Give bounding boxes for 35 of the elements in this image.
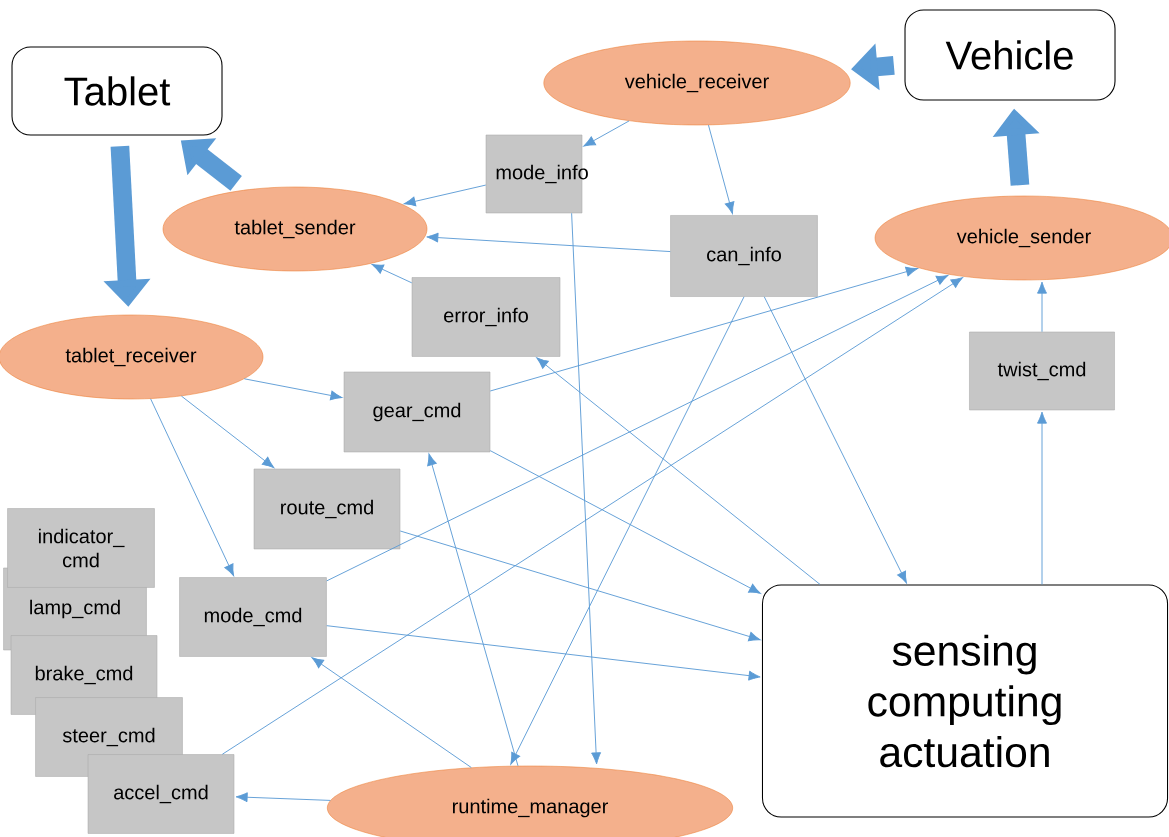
arrow <box>180 395 275 469</box>
system-box: Vehicle <box>904 9 1116 101</box>
arrow <box>311 657 472 768</box>
arrow <box>235 792 331 803</box>
arrow <box>1037 281 1047 333</box>
arrow <box>489 450 761 594</box>
topic-box: twist_cmd <box>969 331 1115 411</box>
topic-box: mode_cmd <box>179 577 327 657</box>
system-box: sensing computing actuation <box>761 584 1169 818</box>
arrow <box>403 184 487 207</box>
topic-box: can_info <box>670 215 818 297</box>
topic-box: indicator_ cmd <box>7 508 155 588</box>
arrow <box>150 398 235 577</box>
arrow <box>326 625 761 681</box>
arrow <box>326 274 949 582</box>
arrow <box>489 266 918 392</box>
arrow <box>399 530 761 642</box>
arrow <box>571 212 602 765</box>
arrow <box>426 232 671 253</box>
system-box: Tablet <box>11 46 223 136</box>
arrow <box>763 296 907 584</box>
topic-box: accel_cmd <box>87 754 235 834</box>
topic-box: gear_cmd <box>343 371 491 453</box>
arrow <box>583 120 630 147</box>
arrow <box>708 124 735 214</box>
arrow <box>371 264 413 284</box>
topic-box: route_cmd <box>253 468 401 550</box>
arrow <box>510 296 745 765</box>
arrow <box>536 357 821 585</box>
arrow <box>221 277 963 755</box>
arrow <box>1037 411 1047 585</box>
topic-box: mode_info <box>485 134 588 214</box>
arrow <box>427 453 519 767</box>
arrow <box>243 378 343 401</box>
topic-box: error_info <box>411 277 561 357</box>
